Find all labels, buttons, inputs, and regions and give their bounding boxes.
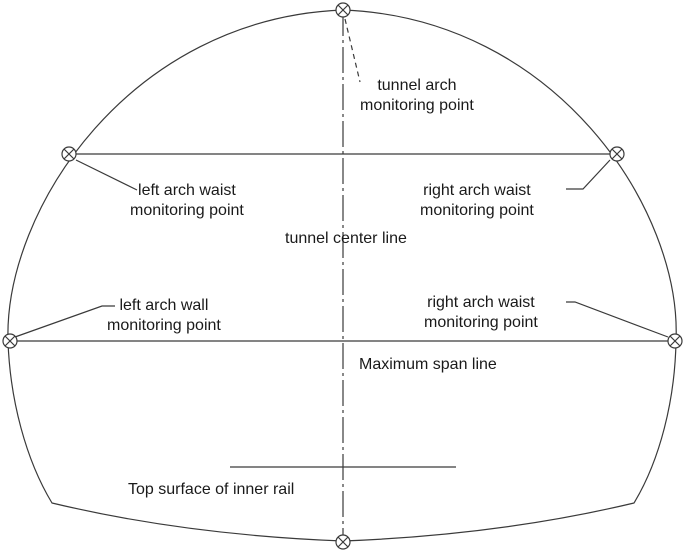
right-arch-waist-upper-leader <box>566 159 611 190</box>
tunnel-arch-label: tunnel arch monitoring point <box>360 76 474 116</box>
tunnel-arch-label-line2: monitoring point <box>360 97 474 114</box>
right-arch-waist-lower-label-line1: right arch waist <box>427 294 535 311</box>
right-arch-waist-upper-label-line2: monitoring point <box>420 202 534 219</box>
left-arch-wall-label: left arch wall monitoring point <box>107 296 221 336</box>
right-arch-waist-lower-label: right arch waist monitoring point <box>424 293 538 333</box>
left-arch-waist-label-line2: monitoring point <box>130 202 244 219</box>
circle-x-icon <box>61 146 77 162</box>
left-arch-waist-label: left arch waist monitoring point <box>130 181 244 221</box>
tunnel-arch-label-line1: tunnel arch <box>377 77 457 94</box>
tunnel-outline <box>7 9 677 542</box>
right-arch-waist-upper-label-line1: right arch waist <box>423 182 531 199</box>
top-surface-inner-rail-label: Top surface of inner rail <box>128 481 295 498</box>
tunnel-center-line-label: tunnel center line <box>285 230 407 247</box>
maximum-span-line-label: Maximum span line <box>359 356 497 373</box>
left-arch-waist-label-line1: left arch waist <box>138 182 236 199</box>
circle-x-icon <box>667 333 683 349</box>
tunnel-arch-leader <box>344 18 361 83</box>
left-arch-wall-label-line2: monitoring point <box>107 317 221 334</box>
circle-x-icon <box>609 146 625 162</box>
circle-x-icon <box>335 2 351 18</box>
right-arch-waist-lower-label-line2: monitoring point <box>424 314 538 331</box>
left-arch-wall-label-line1: left arch wall <box>119 297 209 314</box>
circle-x-icon <box>335 534 351 550</box>
left-arch-waist-leader <box>75 159 138 191</box>
right-arch-waist-lower-leader <box>566 301 669 338</box>
right-arch-waist-upper-label: right arch waist monitoring point <box>420 181 534 221</box>
left-arch-wall-leader <box>14 305 115 338</box>
circle-x-icon <box>2 333 18 349</box>
